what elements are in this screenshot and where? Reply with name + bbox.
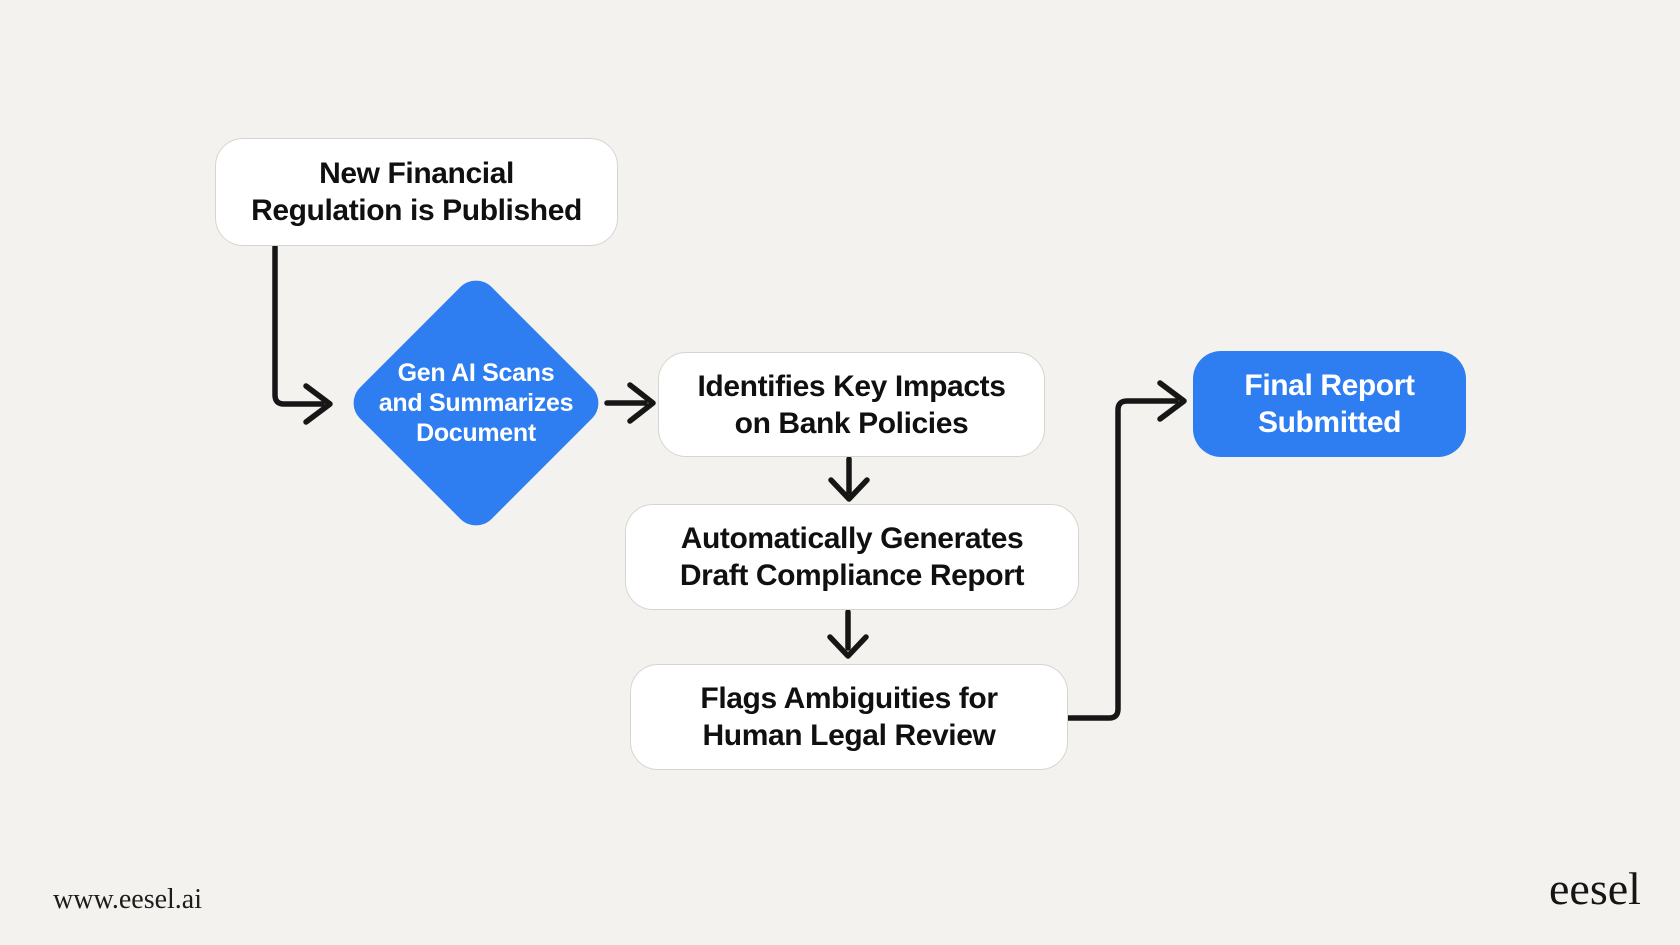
arrow-impacts-to-draft (828, 456, 870, 502)
node-flags-ambiguities: Flags Ambiguities for Human Legal Review (630, 664, 1068, 770)
node-label: Identifies Key Impacts on Bank Policies (697, 369, 1006, 440)
node-label: Automatically Generates Draft Compliance… (679, 522, 1025, 592)
arrow-draft-to-flags (827, 609, 869, 659)
node-new-financial-regulation: New Financial Regulation is Published (215, 138, 618, 246)
node-label: New Financial Regulation is Published (251, 157, 582, 227)
node-identifies-key-impacts: Identifies Key Impacts on Bank Policies (658, 352, 1045, 457)
arrow-flags-to-final (1065, 380, 1187, 721)
arrow-scan-to-impacts (604, 382, 656, 424)
node-generates-draft-report: Automatically Generates Draft Compliance… (625, 504, 1079, 610)
node-label: Flags Ambiguities for Human Legal Review (700, 682, 998, 752)
arrow-start-to-scan (272, 244, 333, 425)
eesel-logo: eesel (1549, 863, 1641, 914)
website-url-text: www.eesel.ai (53, 884, 203, 915)
node-final-report-submitted: Final Report Submitted (1193, 351, 1466, 457)
decision-diamond-label: Gen AI Scans and Summarizes Document (378, 359, 574, 447)
node-label: Final Report Submitted (1244, 369, 1415, 439)
